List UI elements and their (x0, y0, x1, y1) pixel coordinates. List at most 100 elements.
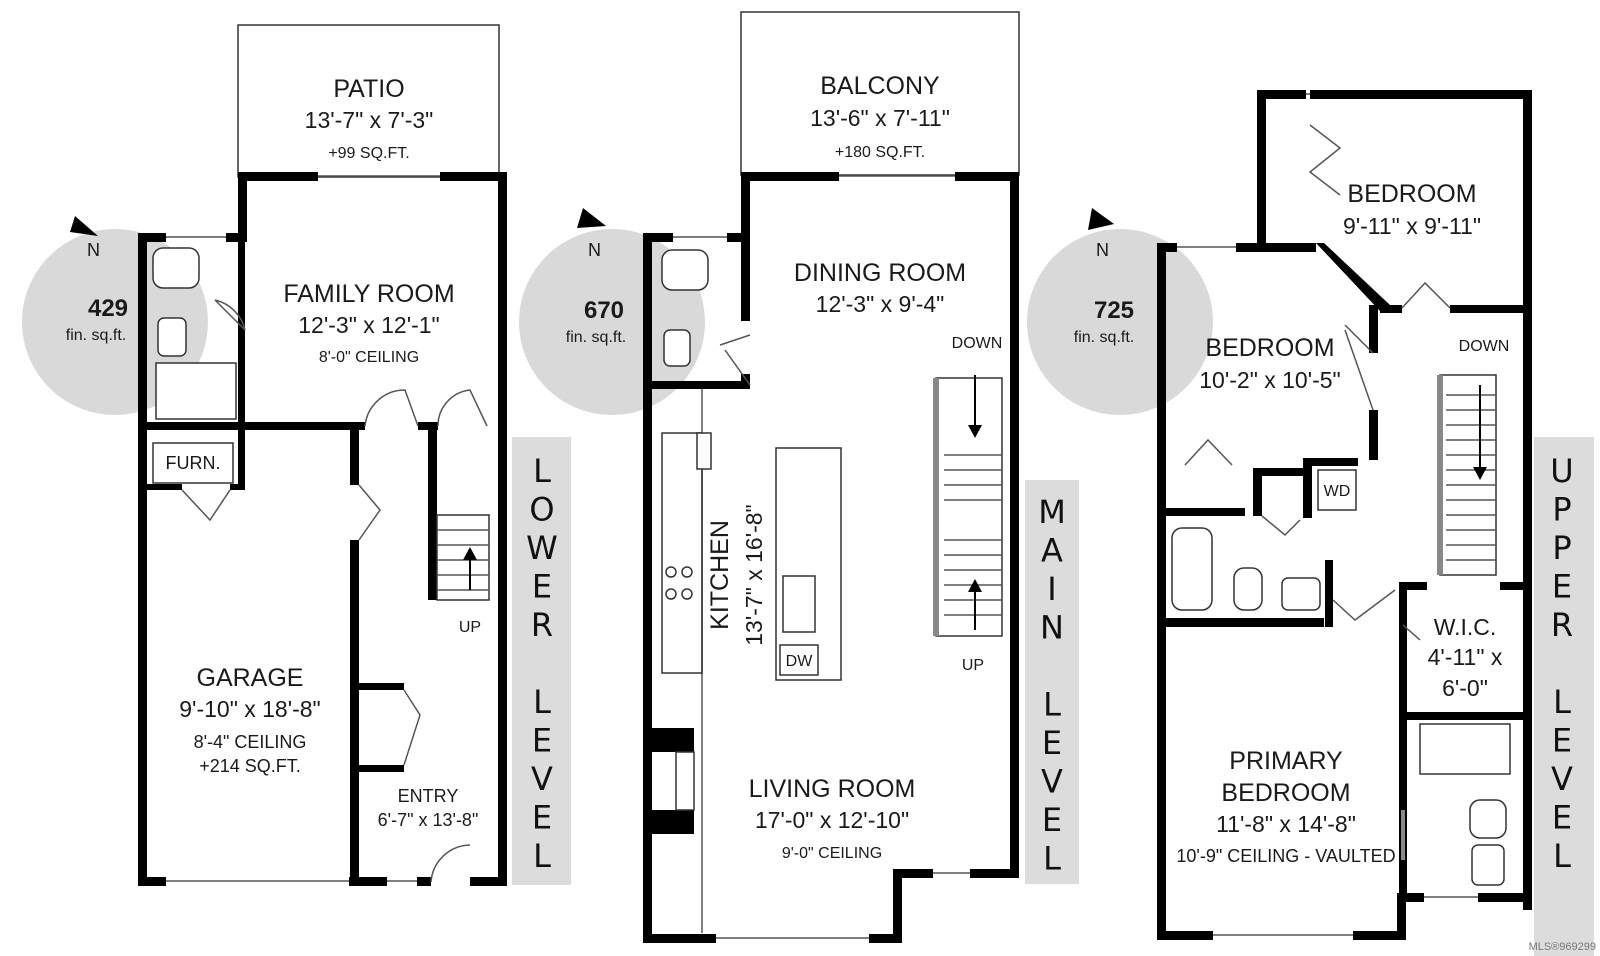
patio-dim: 13'-7" x 7'-3" (305, 107, 434, 133)
wd-label: WD (1324, 483, 1351, 500)
stairs-main (933, 375, 1003, 637)
living-room-ceiling: 9'-0" CEILING (782, 845, 882, 862)
sink-icon (1281, 577, 1321, 611)
level-letter: E (532, 722, 552, 760)
door-swing (358, 484, 381, 541)
closet-door (403, 689, 421, 766)
door-swing (437, 389, 488, 427)
bedroom1-name: BEDROOM (1347, 180, 1476, 208)
entry-dim: 6'-7" x 13'-8" (378, 810, 479, 830)
north-arrow-icon (577, 208, 606, 228)
patio-extra: +99 SQ.FT. (328, 145, 409, 162)
primary-name2: BEDROOM (1221, 779, 1350, 807)
closet-door (1308, 124, 1342, 196)
up-lower: UP (459, 619, 481, 636)
level-letter: V (1041, 763, 1063, 801)
main-level-plan: N 670 fin. sq.ft. BALCONY 13'-6" x 7'-11… (519, 11, 1079, 943)
furnace-box (152, 442, 234, 484)
garage-name: GARAGE (197, 664, 304, 692)
washer-dryer (1317, 469, 1357, 511)
level-letter: N (1040, 609, 1064, 647)
level-letter: L (533, 452, 551, 490)
kitchen-counters (661, 389, 842, 933)
shower-icon (155, 362, 237, 420)
toilet-icon (152, 247, 200, 289)
down-main: DOWN (952, 335, 1003, 352)
area-unit-upper: fin. sq.ft. (1074, 329, 1134, 346)
down-arrow-icon (1473, 467, 1487, 480)
sink-icon (663, 329, 691, 367)
level-letter: L (1553, 837, 1571, 875)
compass-n-upper: N (1096, 240, 1109, 260)
dining-room-name: DINING ROOM (794, 259, 966, 287)
area-main: 670 (584, 297, 624, 324)
patio-name: PATIO (333, 75, 404, 103)
compass-n-main: N (588, 240, 601, 260)
burner-icon (665, 566, 677, 578)
patio-outline (237, 24, 500, 178)
level-letter: E (1552, 568, 1572, 606)
balcony-dim: 13'-6" x 7'-11" (810, 105, 950, 131)
level-letter: E (532, 799, 552, 837)
door-swing (1261, 515, 1301, 537)
stairs-upper (1437, 374, 1497, 576)
area-lower: 429 (88, 295, 128, 322)
primary-name1: PRIMARY (1229, 747, 1343, 775)
level-letter: I (1047, 570, 1056, 608)
level-letter: U (1550, 452, 1573, 490)
compass-n-lower: N (87, 240, 100, 260)
balcony-extra: +180 SQ.FT. (835, 144, 925, 161)
primary-ceiling: 10'-9" CEILING - VAULTED (1176, 846, 1395, 866)
compass-upper (1027, 229, 1213, 415)
upper-level-plan: N 725 fin. sq.ft. (1027, 90, 1594, 956)
level-letter: P (1552, 529, 1571, 567)
burner-icon (665, 588, 677, 600)
dw-label: DW (786, 653, 814, 670)
level-letter: A (1041, 532, 1063, 570)
wic-name: W.I.C. (1434, 614, 1497, 640)
balcony-outline (740, 11, 1020, 176)
upper-walls (1157, 90, 1532, 940)
level-letter: E (1042, 801, 1062, 839)
level-letter: E (532, 568, 552, 606)
area-unit-lower: fin. sq.ft. (66, 327, 126, 344)
level-letter: V (1551, 760, 1573, 798)
level-bar-main (1025, 480, 1079, 884)
level-letter: R (1551, 606, 1573, 644)
compass-main (519, 229, 705, 415)
level-letter: L (533, 837, 551, 875)
toilet-icon (1233, 567, 1263, 611)
door-swing (719, 334, 751, 386)
door-swing (1332, 589, 1396, 621)
level-letter: P (1552, 491, 1571, 529)
burner-icon (681, 566, 693, 578)
bedroom1-dim: 9'-11" x 9'-11" (1343, 213, 1481, 239)
door-swing (1344, 324, 1374, 411)
level-letter: E (1552, 799, 1572, 837)
kitchen-name: KITCHEN (706, 520, 734, 630)
primary-dim: 11'-8" x 14'-8" (1216, 811, 1356, 837)
level-letter: M (1038, 493, 1066, 531)
shower-icon (1419, 723, 1511, 775)
sink-icon (157, 317, 187, 357)
stairs-lower (436, 514, 490, 601)
level-letter: E (1552, 722, 1572, 760)
wic-dim1: 4'-11" x (1428, 644, 1503, 670)
garage-extra: +214 SQ.FT. (199, 756, 301, 776)
garage-dim: 9'-10" x 18'-8" (179, 696, 320, 722)
bedroom2-dim: 10'-2" x 10'-5" (1199, 367, 1340, 393)
level-bar-upper (1534, 437, 1594, 956)
entry-name: ENTRY (398, 786, 459, 806)
closet-door (1402, 624, 1421, 641)
level-letter: L (1553, 683, 1571, 721)
up-arrow-icon (463, 547, 477, 560)
door-swing (181, 489, 231, 522)
burner-icon (681, 588, 693, 600)
bathtub-icon (1171, 527, 1213, 611)
toilet-icon (1469, 799, 1507, 839)
main-walls (643, 172, 1019, 943)
